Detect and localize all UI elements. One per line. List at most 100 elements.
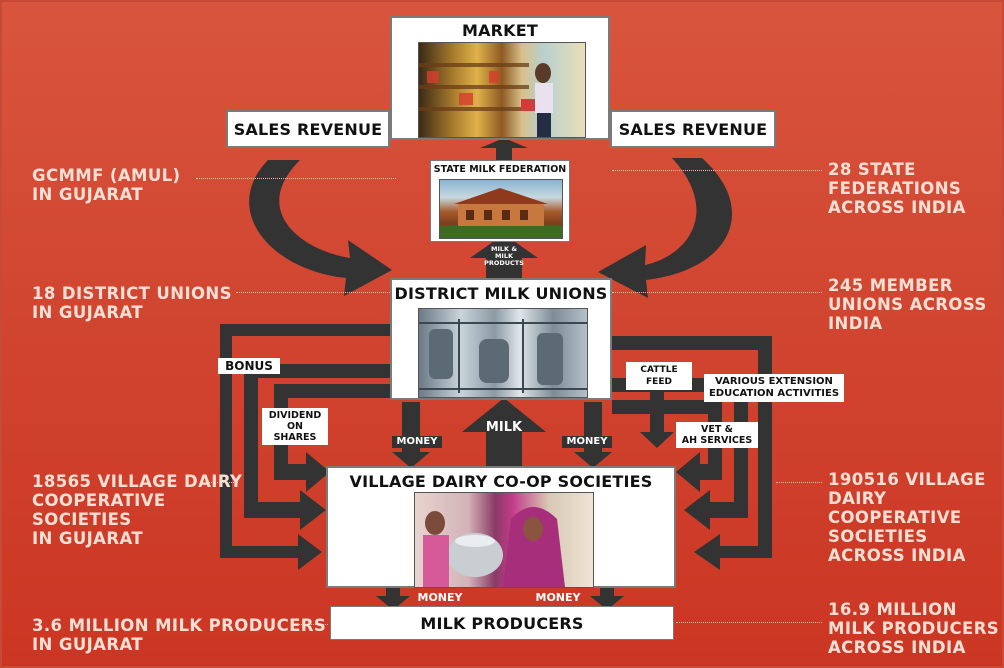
arrow-federation-to-market	[480, 138, 528, 160]
dividend-line1: DIVIDEND	[268, 410, 322, 421]
arrow-cattle-feed	[640, 392, 674, 448]
arrow-money-left	[392, 402, 430, 468]
district-unions-box: DISTRICT MILK UNIONS	[390, 278, 612, 400]
note-district-unions: 18 DISTRICT UNIONS IN GUJARAT	[32, 284, 232, 322]
note-state-federations: 28 STATE FEDERATIONS ACROSS INDIA	[828, 160, 966, 217]
note-village-left: 18565 VILLAGE DAIRY COOPERATIVE SOCIETIE…	[32, 472, 242, 548]
milk-products-label: MILK & MILK PRODUCTS	[480, 246, 528, 267]
money-left-text: MONEY	[396, 436, 438, 447]
sales-revenue-left-label: SALES REVENUE	[233, 120, 383, 139]
arrow-money-producers-left	[376, 584, 410, 610]
note-gcmmf-line2: IN GUJARAT	[32, 185, 143, 204]
note-village-right-line4: ACROSS INDIA	[828, 546, 966, 565]
arrow-money-right	[574, 402, 612, 468]
note-producers-left: 3.6 MILLION MILK PRODUCERS IN GUJARAT	[32, 616, 326, 654]
connector-district-left	[236, 292, 390, 293]
state-federation-title: STATE MILK FEDERATION	[433, 164, 567, 175]
note-gcmmf-line1: GCMMF (AMUL)	[32, 166, 181, 185]
curved-arrow-left	[249, 160, 392, 296]
note-village-left-line2: COOPERATIVE	[32, 491, 166, 510]
note-member-line1: 245 MEMBER	[828, 276, 953, 295]
loop-inner-right	[612, 400, 722, 492]
sales-revenue-right: SALES REVENUE	[610, 110, 776, 148]
money-bottom-right-label: MONEY	[530, 592, 586, 604]
note-gcmmf: GCMMF (AMUL) IN GUJARAT	[32, 166, 181, 204]
note-village-left-line1: 18565 VILLAGE DAIRY	[32, 472, 243, 491]
loop-dividend	[244, 364, 390, 530]
note-producers-left-line1: 3.6 MILLION MILK PRODUCERS	[32, 616, 327, 635]
milk-products-line2: MILK	[494, 252, 514, 260]
money-right-label: MONEY	[562, 436, 612, 448]
note-village-right-line1: 190516 VILLAGE	[828, 470, 986, 489]
sales-revenue-right-label: SALES REVENUE	[618, 120, 768, 139]
note-village-right-line3: SOCIETIES	[828, 527, 928, 546]
loop-outer-right	[612, 336, 772, 570]
milk-products-line3: PRODUCTS	[484, 259, 524, 267]
village-societies-photo	[414, 492, 594, 588]
arrow-milk-up	[462, 398, 546, 466]
extension-line2: EDUCATION ACTIVITIES	[708, 388, 840, 399]
arrow-district-to-federation	[470, 234, 538, 278]
note-district-line1: 18 DISTRICT UNIONS	[32, 284, 232, 303]
milk-label: MILK	[480, 420, 528, 435]
note-producers-right: 16.9 MILLION MILK PRODUCERS ACROSS INDIA	[828, 600, 999, 657]
district-unions-photo	[418, 308, 588, 398]
note-member-line2: UNIONS ACROSS	[828, 295, 987, 314]
note-producers-right-line1: 16.9 MILLION	[828, 600, 957, 619]
district-unions-title: DISTRICT MILK UNIONS	[394, 284, 608, 303]
money-right-text: MONEY	[566, 436, 608, 447]
note-state-line1: 28 STATE	[828, 160, 916, 179]
note-member-line3: INDIA	[828, 314, 883, 333]
dividend-line2: ON SHARES	[273, 421, 317, 443]
milk-products-line1: MILK &	[491, 245, 517, 253]
cattle-feed-label: CATTLE FEED	[626, 362, 692, 390]
milk-producers-box: MILK PRODUCERS	[330, 606, 674, 640]
milk-text: MILK	[485, 420, 523, 435]
note-producers-right-line2: MILK PRODUCERS	[828, 619, 1000, 638]
bonus-label: BONUS	[218, 358, 280, 374]
connector-village-left	[208, 482, 238, 483]
money-left-label: MONEY	[392, 436, 442, 448]
state-federation-box: STATE MILK FEDERATION	[430, 160, 570, 242]
money-bottom-right-text: MONEY	[535, 591, 581, 604]
arrow-money-producers-right	[590, 584, 624, 610]
note-village-right-line2: DAIRY COOPERATIVE	[828, 489, 962, 527]
bonus-text: BONUS	[225, 359, 273, 373]
loop-inner-left	[274, 384, 390, 492]
state-federation-photo	[439, 179, 563, 239]
note-village-left-line3: SOCIETIES	[32, 510, 132, 529]
dividend-label: DIVIDEND ON SHARES	[262, 408, 328, 445]
vet-line2: AH SERVICES	[681, 435, 753, 446]
market-box: MARKET	[390, 16, 610, 140]
connector-state-right	[612, 170, 822, 171]
note-village-left-line4: IN GUJARAT	[32, 529, 143, 548]
connector-producers-right	[676, 622, 822, 623]
vet-line1: VET &	[701, 424, 733, 435]
milk-producers-title: MILK PRODUCERS	[420, 614, 584, 633]
sales-revenue-left: SALES REVENUE	[226, 110, 390, 148]
village-societies-box: VILLAGE DAIRY CO-OP SOCIETIES	[326, 466, 676, 588]
money-bottom-left-label: MONEY	[412, 592, 468, 604]
market-title: MARKET	[461, 21, 539, 40]
connector-village-right	[776, 482, 822, 483]
extension-label: VARIOUS EXTENSION EDUCATION ACTIVITIES	[704, 374, 844, 402]
money-bottom-left-text: MONEY	[417, 591, 463, 604]
curved-arrow-right	[598, 158, 733, 298]
note-village-right: 190516 VILLAGE DAIRY COOPERATIVE SOCIETI…	[828, 470, 1004, 565]
note-producers-right-line3: ACROSS INDIA	[828, 638, 966, 657]
connector-gcmmf	[196, 178, 396, 179]
market-photo	[418, 42, 586, 138]
note-state-line3: ACROSS INDIA	[828, 198, 966, 217]
note-member-unions: 245 MEMBER UNIONS ACROSS INDIA	[828, 276, 987, 333]
connector-member-right	[612, 292, 822, 293]
village-societies-title: VILLAGE DAIRY CO-OP SOCIETIES	[349, 472, 653, 491]
note-producers-left-line2: IN GUJARAT	[32, 635, 143, 654]
connector-producers-left	[296, 624, 328, 625]
cattle-feed-text: CATTLE FEED	[640, 365, 678, 387]
extension-line1: VARIOUS EXTENSION	[715, 376, 833, 387]
note-district-line2: IN GUJARAT	[32, 303, 143, 322]
vet-label: VET & AH SERVICES	[676, 422, 758, 448]
note-state-line2: FEDERATIONS	[828, 179, 962, 198]
